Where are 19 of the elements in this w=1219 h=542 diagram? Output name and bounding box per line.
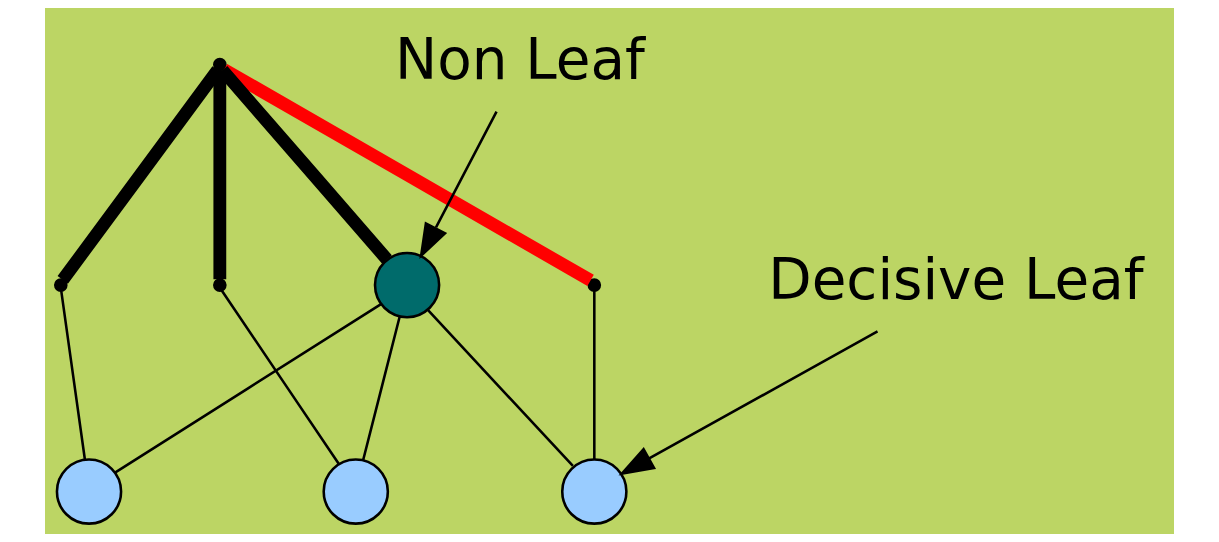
connector bbox=[361, 316, 401, 461]
node-text: Decisive Leaf bbox=[768, 247, 1144, 313]
node-text: Non Leaf bbox=[394, 26, 645, 92]
node-circle bbox=[373, 251, 441, 319]
connector bbox=[593, 291, 596, 460]
connector bbox=[213, 70, 227, 280]
node-circle bbox=[560, 458, 628, 525]
node-circle bbox=[322, 458, 390, 525]
node-point bbox=[587, 278, 602, 292]
arrow bbox=[419, 111, 498, 260]
connector bbox=[60, 291, 87, 460]
connector bbox=[426, 309, 574, 467]
node-point bbox=[213, 57, 227, 72]
connector bbox=[114, 303, 382, 474]
connector bbox=[220, 289, 340, 465]
node-point bbox=[54, 278, 68, 292]
node-point bbox=[213, 278, 227, 292]
node-circle bbox=[55, 458, 123, 525]
arrow bbox=[618, 330, 879, 476]
